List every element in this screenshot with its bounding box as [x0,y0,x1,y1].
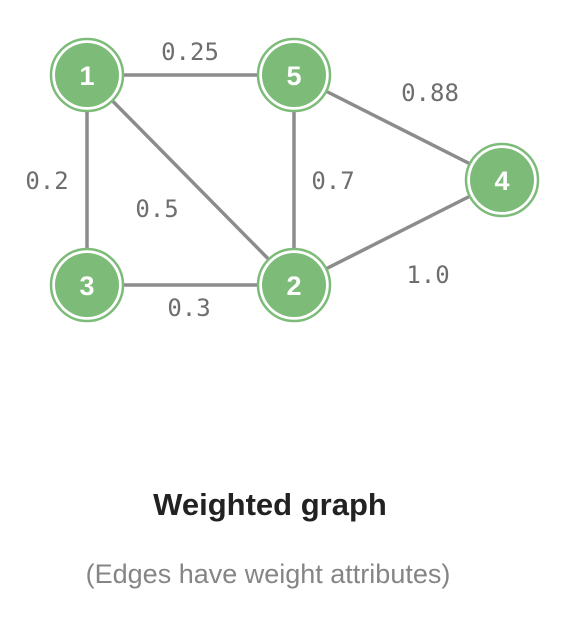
node-circle [262,253,326,317]
node-label-1: 1 [79,61,94,91]
node-4: 4 [464,142,540,218]
node-label-4: 4 [494,166,509,196]
edge-weight-5-2: 0.7 [311,167,354,195]
node-label-5: 5 [286,61,301,91]
edge-weight-2-4: 1.0 [406,261,449,289]
edge-2-4 [292,178,504,287]
diagram-subtitle: (Edges have weight attributes) [85,559,451,589]
diagram-title: Weighted graph [153,487,387,522]
node-circle [55,43,119,107]
edge-5-4 [292,73,504,182]
node-label-2: 2 [286,271,301,301]
nodes-layer: 1 5 4 3 2 [49,37,540,323]
node-label-3: 3 [79,271,94,301]
edge-weight-1-5: 0.25 [161,38,219,66]
node-1: 1 [49,37,125,113]
node-5: 5 [256,37,332,113]
edge-weight-1-2: 0.5 [135,195,178,223]
node-3: 3 [49,247,125,323]
node-circle [262,43,326,107]
edge-weight-3-2: 0.3 [167,294,210,322]
graph-diagram: 0.25 0.88 0.2 0.5 0.7 0.3 1.0 1 5 4 3 2 [25,37,540,323]
edge-weight-1-3: 0.2 [25,167,68,195]
node-circle [55,253,119,317]
node-circle [470,148,534,212]
edge-weight-labels: 0.25 0.88 0.2 0.5 0.7 0.3 1.0 [25,38,459,322]
edge-1-2 [85,73,296,287]
edge-weight-5-4: 0.88 [401,79,459,107]
node-2: 2 [256,247,332,323]
